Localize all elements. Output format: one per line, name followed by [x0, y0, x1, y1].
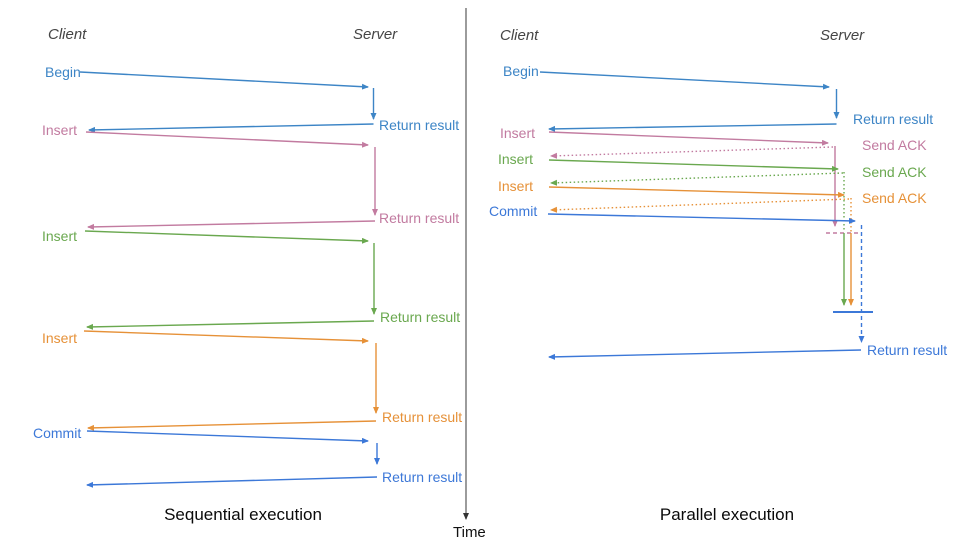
response-label: Send ACK — [862, 137, 927, 153]
response-label: Return result — [380, 309, 461, 325]
request-label: Begin — [45, 64, 81, 80]
client-header: Client — [500, 27, 539, 44]
request-label: Insert — [42, 228, 78, 244]
response-label: Return result — [382, 409, 463, 425]
response-label: Return result — [379, 117, 460, 133]
request-label: Commit — [33, 425, 82, 441]
request-label: Begin — [503, 63, 539, 79]
response-label: Return result — [379, 210, 460, 226]
client-header: Client — [48, 26, 87, 43]
response-label: Return result — [382, 469, 463, 485]
diagram-caption-parallel: Parallel execution — [659, 505, 795, 524]
server-header: Server — [820, 27, 865, 44]
time-axis-label: Time — [453, 524, 486, 540]
server-header: Server — [353, 26, 398, 43]
diagram-caption-sequential: Sequential execution — [164, 505, 322, 524]
sequential-lines — [79, 71, 380, 488]
parallel-lines — [539, 71, 873, 360]
request-label: Commit — [489, 203, 538, 219]
request-label: Insert — [498, 178, 534, 194]
response-label: Send ACK — [862, 164, 927, 180]
request-label: Insert — [42, 122, 78, 138]
request-label: Insert — [42, 330, 78, 346]
response-label: Return result — [867, 342, 948, 358]
request-label: Insert — [498, 151, 534, 167]
response-label: Send ACK — [862, 190, 927, 206]
response-label: Return result — [853, 111, 934, 127]
request-label: Insert — [500, 125, 536, 141]
